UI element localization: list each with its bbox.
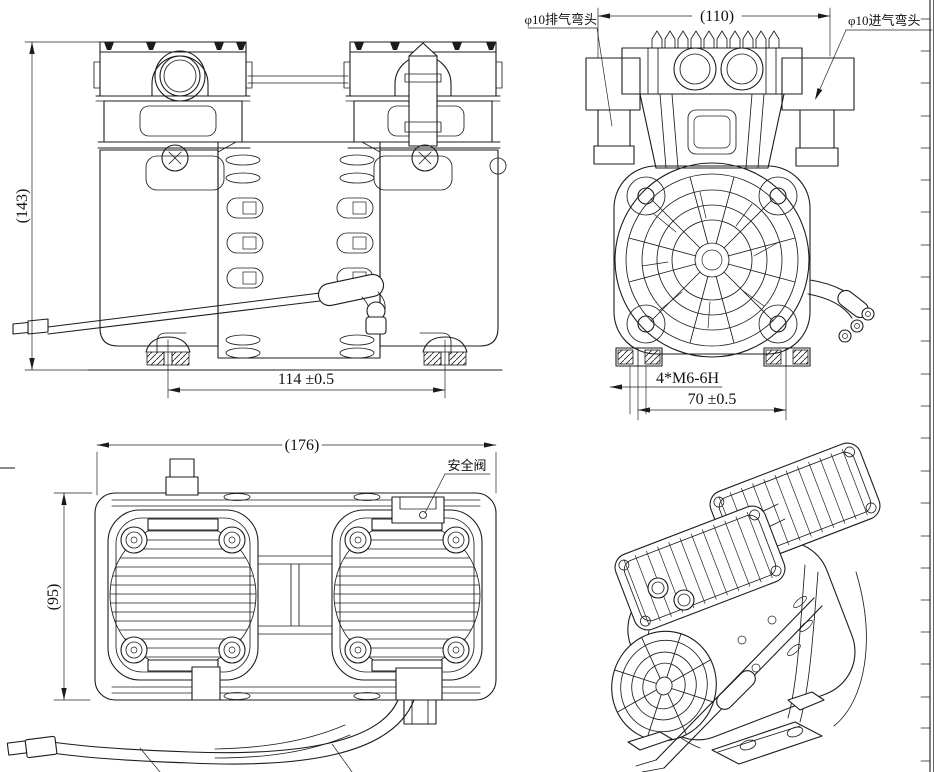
- bottom-fittings: [191, 666, 443, 725]
- dim-text-side-feet-span: 70 ±0.5: [688, 391, 737, 408]
- iso-head-ports: [647, 577, 695, 611]
- intake-elbow-fitting: [781, 57, 855, 167]
- front-power-cord: [12, 273, 387, 335]
- label-intake-elbow: φ10进气弯头: [815, 13, 933, 100]
- dim-height: (143): [14, 41, 119, 371]
- dim-text-length: (176): [285, 437, 320, 454]
- dim-depth: (110): [597, 7, 831, 59]
- vent-slots: [225, 154, 375, 359]
- dim-text-height: (143): [14, 189, 31, 224]
- label-exhaust-elbow: φ10排气弯头: [524, 12, 613, 127]
- dim-text-depth: (110): [700, 8, 734, 25]
- iso-base: [627, 691, 825, 765]
- side-power-cord: [807, 279, 875, 343]
- top-left-head: [107, 509, 259, 681]
- screw-icon: [161, 144, 507, 175]
- side-head-band: [621, 47, 803, 95]
- isometric-view: [611, 442, 881, 772]
- dim-text-width: (95): [45, 584, 62, 611]
- head-fins: [334, 530, 480, 658]
- tie-bars: [257, 555, 333, 635]
- fan-blades: [641, 191, 780, 329]
- top-fitting: [165, 458, 199, 496]
- frame-ruler-ticks: [920, 18, 931, 762]
- head-bolts: [120, 526, 246, 664]
- top-body-outline: [94, 492, 497, 701]
- label-text-intake-elbow: φ10进气弯头: [848, 13, 921, 28]
- fan-guard: [614, 162, 810, 358]
- top-right-head: [331, 509, 483, 681]
- front-fitting-pipe: [408, 55, 438, 147]
- iso-front-head: [614, 505, 786, 631]
- front-left-cylinder-head: [93, 41, 253, 149]
- motor-housing: [613, 162, 811, 358]
- dim-width: (95): [45, 492, 93, 701]
- label-text-safety-valve: 安全阀: [447, 458, 486, 473]
- front-feet: [87, 332, 503, 371]
- dim-side-feet-span: 70 ±0.5: [637, 391, 787, 413]
- dim-mount-thread: 4*M6-6H: [609, 365, 787, 421]
- iso-power-cord: [635, 597, 823, 772]
- head-fins: [110, 530, 256, 658]
- dim-text-mount-thread: 4*M6-6H: [656, 370, 720, 387]
- front-right-cylinder-head: [343, 41, 503, 149]
- iso-fan-guard: [611, 630, 717, 742]
- side-bracket: [639, 93, 785, 169]
- head-cooling-fins: [651, 30, 780, 49]
- dim-text-front-feet-span: 114 ±0.5: [278, 371, 334, 388]
- side-feet: [615, 347, 811, 367]
- top-power-cord: [6, 699, 415, 772]
- head-bolts: [344, 526, 470, 664]
- front-view: (143) 114 ±0.5: [12, 41, 507, 399]
- side-view: (110) φ10排气弯头 φ10进气弯头 4*M6-6H: [524, 7, 933, 421]
- label-safety-valve: 安全阀: [424, 458, 491, 514]
- exhaust-elbow-fitting: [585, 57, 641, 165]
- safety-valve: [391, 496, 445, 524]
- dim-front-feet-span: 114 ±0.5: [167, 339, 446, 399]
- dim-length: (176): [96, 437, 497, 496]
- top-view: (176) (95) 安全阀: [6, 437, 497, 772]
- label-text-exhaust-elbow: φ10排气弯头: [524, 12, 597, 27]
- front-body: [12, 141, 507, 371]
